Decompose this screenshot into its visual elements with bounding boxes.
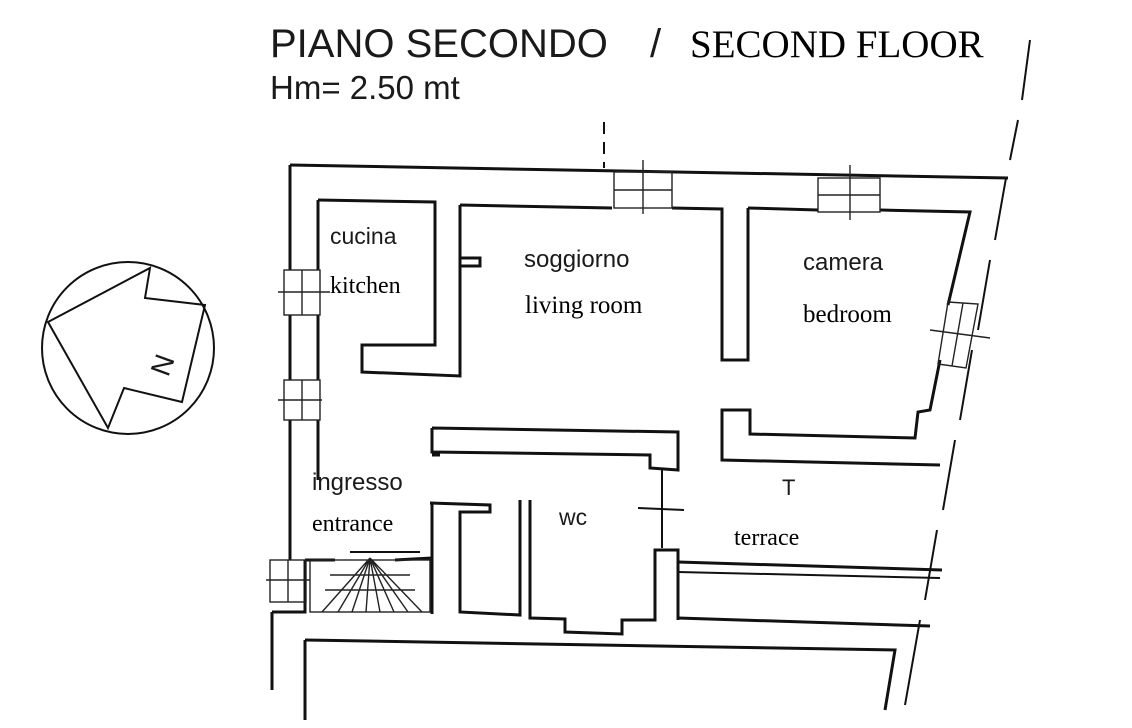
terrace-label-it: T — [782, 475, 795, 500]
wc-label: wc — [558, 504, 587, 530]
staircase-icon — [309, 557, 431, 613]
property-boundary — [904, 39, 1031, 706]
wc-walls — [429, 426, 685, 636]
living-label-it: soggiorno — [524, 246, 629, 273]
window-bedroom-top — [817, 165, 881, 220]
window-living — [613, 160, 673, 214]
bedroom-label-en: bedroom — [803, 301, 892, 328]
window-stairs — [266, 559, 310, 603]
entrance-label-en: entrance — [312, 511, 393, 537]
room-label-entrance: ingresso entrance — [312, 469, 403, 537]
window-bedroom-side — [929, 301, 991, 369]
north-arrow-icon: N — [41, 261, 215, 435]
room-label-kitchen: cucina kitchen — [330, 223, 401, 299]
title-english: SECOND FLOOR — [690, 23, 984, 66]
window-kitchen — [278, 269, 330, 316]
kitchen-label-en: kitchen — [330, 273, 401, 299]
compass-label: N — [145, 350, 181, 380]
bedroom-walls — [720, 206, 972, 467]
title-italian: PIANO SECONDO — [270, 22, 608, 66]
room-label-terrace: T terrace — [734, 475, 799, 551]
kitchen-walls — [316, 198, 462, 480]
window-hall — [278, 379, 322, 421]
room-label-wc: wc — [558, 504, 587, 530]
living-label-en: living room — [525, 292, 643, 319]
title-block: PIANO SECONDO / SECOND FLOOR Hm= 2.50 mt — [270, 22, 984, 106]
room-label-living: soggiorno living room — [524, 246, 643, 319]
title-separator: / — [650, 22, 662, 66]
terrace-label-en: terrace — [734, 525, 799, 551]
terrace-walls — [677, 560, 943, 628]
bedroom-label-it: camera — [803, 249, 884, 276]
ceiling-height: Hm= 2.50 mt — [270, 69, 460, 106]
room-label-bedroom: camera bedroom — [803, 249, 892, 328]
entrance-label-it: ingresso — [312, 469, 403, 496]
living-walls — [459, 203, 750, 362]
kitchen-label-it: cucina — [330, 223, 397, 249]
